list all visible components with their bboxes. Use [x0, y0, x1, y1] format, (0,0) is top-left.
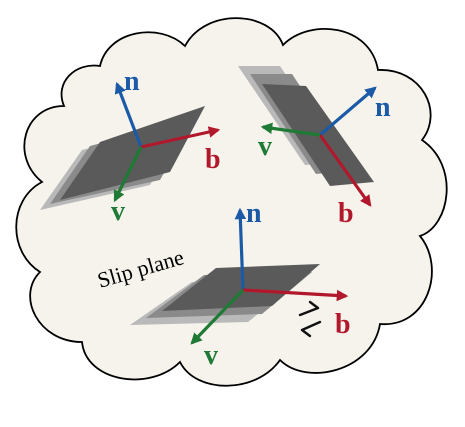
slip-system-top-right: n b v: [238, 66, 391, 229]
velocity-vector-arrow: [190, 288, 245, 345]
burgers-label: b: [335, 309, 351, 340]
normal-label: n: [375, 92, 391, 123]
slip-plane-layer-front: [60, 106, 205, 200]
normal-label: n: [246, 198, 262, 229]
slip-plane-layer-front: [162, 264, 320, 311]
velocity-label: v: [258, 131, 272, 162]
normal-vector-arrow: [318, 86, 377, 137]
burgers-vector-arrow: [140, 126, 221, 149]
burgers-label: b: [338, 198, 354, 229]
burgers-vector-arrow: [242, 288, 349, 302]
slip-system-top-left: n b v: [40, 66, 221, 227]
cloud-shape: [15, 17, 448, 387]
normal-vector-arrow: [114, 81, 143, 148]
velocity-label: v: [204, 340, 218, 371]
burgers-vector-arrow: [318, 134, 372, 207]
opposing-half-arrows-icon: [298, 300, 322, 338]
velocity-vector-arrow: [113, 146, 143, 203]
burgers-label: b: [205, 144, 221, 175]
normal-vector-arrow: [234, 207, 247, 291]
velocity-vector-arrow: [260, 122, 321, 137]
normal-label: n: [124, 66, 140, 97]
velocity-label: v: [111, 196, 125, 227]
